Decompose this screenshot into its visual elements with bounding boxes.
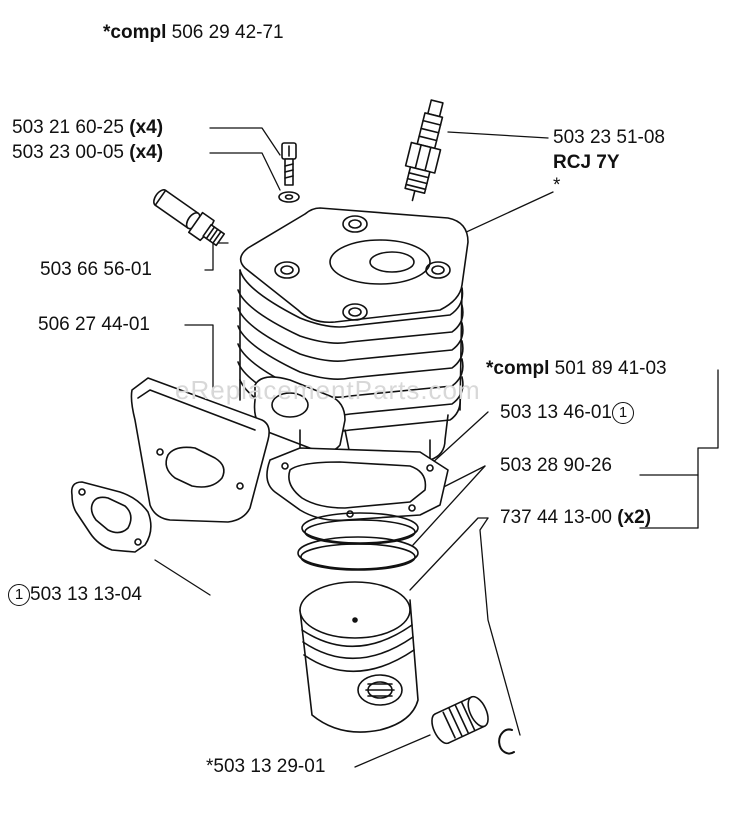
reference-circle: 1	[612, 402, 634, 424]
compl-prefix: *compl	[486, 358, 550, 379]
part-number: 503 13 46-01	[500, 402, 612, 423]
quantity: (x4)	[129, 117, 164, 138]
part-number: 503 28 90-26	[500, 455, 612, 476]
part-number: 506 29 42-71	[171, 22, 284, 43]
part-number: 506 27 44-01	[38, 314, 150, 335]
label-washer: 503 23 00-05 (x4)	[12, 142, 163, 164]
label-piston-kit: *compl 501 89 41-03	[486, 358, 667, 380]
part-number: 503 21 60-25	[12, 117, 124, 138]
decompression-valve	[153, 189, 226, 247]
part-number: 503 23 00-05	[12, 142, 124, 163]
spark-plug-type: RCJ 7Y	[553, 152, 620, 173]
label-circlip: 737 44 13-00 (x2)	[500, 507, 651, 529]
heat-shield	[130, 377, 270, 523]
label-needle-bearing: *503 13 29-01	[206, 756, 325, 778]
label-piston-ring: 503 28 90-26	[500, 455, 612, 477]
spark-plug-note: *	[553, 175, 561, 196]
needle-bearing	[431, 695, 489, 745]
part-number: 737 44 13-00	[500, 507, 612, 528]
label-decomp-valve: 503 66 56-01	[40, 259, 152, 281]
bolt	[281, 142, 297, 186]
part-number: 503 66 56-01	[40, 259, 152, 280]
compl-prefix: *compl	[103, 22, 167, 43]
label-cylinder-kit: *compl 506 29 42-71	[103, 22, 284, 44]
cylinder	[237, 207, 469, 471]
quantity: (x2)	[617, 507, 652, 528]
watermark: eReplacementParts.com	[175, 375, 481, 405]
part-number: 503 23 51-08	[553, 127, 665, 148]
spark-plug	[404, 99, 444, 202]
leader-lines	[154, 127, 719, 768]
washer	[278, 191, 300, 203]
cylinder-gasket	[266, 447, 449, 522]
reference-circle: 1	[8, 584, 30, 606]
part-number: 503 13 13-04	[30, 584, 142, 605]
piston	[299, 581, 419, 733]
part-number: *503 13 29-01	[206, 756, 326, 777]
part-number: 501 89 41-03	[554, 358, 667, 379]
label-heat-shield: 506 27 44-01	[38, 314, 150, 336]
piston-rings	[297, 512, 419, 571]
muffler-gasket	[70, 481, 152, 553]
label-bolt: 503 21 60-25 (x4)	[12, 117, 163, 139]
quantity: (x4)	[129, 142, 164, 163]
circlip	[498, 728, 515, 755]
label-spark-plug: 503 23 51-08	[553, 127, 665, 149]
